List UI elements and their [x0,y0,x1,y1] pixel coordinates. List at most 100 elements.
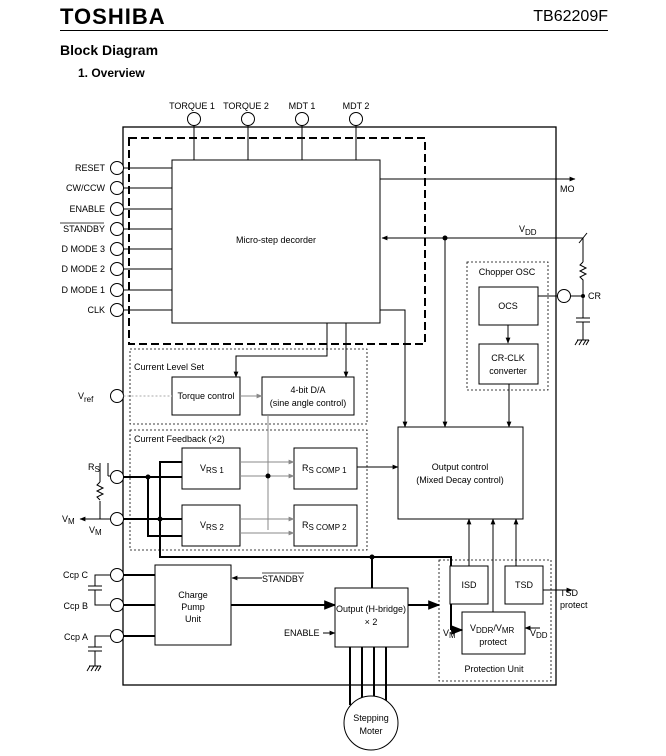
chopper-osc-region [466,261,549,391]
decoder-dashed-region [128,137,426,345]
charge-pump-label-2: Pump [181,602,205,612]
ccp-c-cap-wire [94,574,111,586]
left-pins: RESET CW/CCW ENABLE STANDBY D MODE 3 D M… [60,161,172,317]
cr-clk-label: CR-CLK [491,353,525,363]
vrs2-label: VRS 2 [200,520,224,532]
isd-label: ISD [461,580,477,590]
dac-label-1: 4-bit D/A [290,385,325,395]
subsection-title: 1. Overview [78,66,145,80]
vdd-label: VDD [519,224,537,237]
torque-control-label: Torque control [177,391,234,401]
pin-ccp-c [110,568,124,582]
stepping-motor-label-1: Stepping [353,713,389,723]
standby-signal-label: STANDBY [262,574,304,584]
vm-protection-label: VM [443,628,456,640]
ocs-block [478,286,539,326]
output-control-label-2: (Mixed Decay control) [416,475,504,485]
vref-label: Vref [78,391,94,404]
feedback-junction [265,473,271,479]
ccp-b-cap-wire [94,590,111,606]
pin-label-clk: CLK [87,305,105,315]
pin-dmode3 [110,242,124,256]
tsd-label: TSD [515,580,534,590]
vrs2-block [181,504,241,547]
rs-resistor [95,481,105,501]
tsd-block [504,565,544,605]
tsd-protect-label-1: TSD [560,588,579,598]
output-hbridge-label-2: × 2 [365,617,378,627]
charge-pump-label-1: Charge [178,590,208,600]
isd-block [449,565,489,605]
vm-bus-to-protection [372,556,452,630]
dac-block [261,376,355,416]
vrs1-label: VRS 1 [200,463,224,475]
pin-vref [110,389,124,403]
pin-cr [557,289,571,303]
converter-label: converter [489,366,527,376]
pin-standby [110,222,124,236]
chopper-osc-title: Chopper OSC [479,267,536,277]
vm-wire-to-vrs1 [159,461,182,519]
cr-label: CR [588,291,601,301]
rscomp2-block [293,504,358,547]
rscomp2-label: RS COMP 2 [302,520,347,532]
rs-wire-to-vrs2 [147,477,182,537]
pin-label-standby: STANDBY [63,224,105,234]
vddr-protect-label: protect [479,637,507,647]
header-rule [60,30,608,31]
pin-clk [110,303,124,317]
pin-label-dmode1: D MODE 1 [61,285,105,295]
vm-bus [159,519,373,588]
pin-label-mdt1: MDT 1 [289,101,316,111]
protection-unit-region [438,559,552,682]
rs-label: RS [88,462,100,474]
pin-dmode2 [110,262,124,276]
pin-rs [110,470,124,484]
output-hbridge-block [334,587,409,648]
pin-label-reset: RESET [75,163,106,173]
pin-cw-ccw [110,181,124,195]
pin-label-dmode2: D MODE 2 [61,264,105,274]
ocs-label: OCS [498,301,518,311]
pin-mdt2 [349,112,363,126]
section-title: Block Diagram [60,42,159,58]
current-level-set-title: Current Level Set [134,362,205,372]
enable-signal-label: ENABLE [284,628,320,638]
pin-mdt1 [295,112,309,126]
cr-ground-icon [574,339,590,346]
vddr-vmr-protect-block [461,611,526,655]
pin-ccp-a [110,629,124,643]
vm-left-label: VM [62,514,75,526]
protection-unit-label: Protection Unit [464,664,524,674]
pin-label-mdt2: MDT 2 [343,101,370,111]
charge-pump-block [154,564,232,646]
top-pins: TORQUE 1 TORQUE 2 MDT 1 MDT 2 [169,101,369,160]
wire-decoder-torque [233,323,328,378]
ccp-c-label: Ccp C [63,570,89,580]
output-control-block [397,426,524,520]
pin-enable [110,202,124,216]
output-hbridge-label-1: Output (H-bridge) [336,604,406,614]
pin-label-dmode3: D MODE 3 [61,244,105,254]
mo-label: MO [560,184,575,194]
chip-outline [122,126,557,686]
pin-torque2 [241,112,255,126]
stepping-motor [343,695,399,751]
micro-step-decoder-label: Micro-step decorder [236,235,316,245]
ccp-ground-icon [86,665,102,672]
pin-reset [110,161,124,175]
pin-torque1 [187,112,201,126]
current-feedback-region [129,429,368,551]
ccp-a-label: Ccp A [64,632,88,642]
pin-label-enable: ENABLE [69,204,105,214]
pin-ccp-b [110,598,124,612]
vdd-protection-label: VDD [530,628,548,640]
ccp-a-cap-wire [94,635,111,647]
part-number: TB62209F [533,8,608,25]
pin-vm [110,512,124,526]
vm-pin-label: VM [89,525,102,537]
pin-label-cw-ccw: CW/CCW [66,183,105,193]
ccp-b-label: Ccp B [63,601,88,611]
current-feedback-title: Current Feedback (×2) [134,434,225,444]
